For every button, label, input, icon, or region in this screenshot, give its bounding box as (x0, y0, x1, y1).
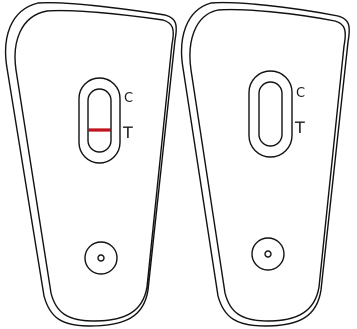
test-marker-right: T (294, 118, 305, 137)
device-right-front-shell (189, 8, 346, 322)
result-window-inner-right (258, 81, 283, 147)
sample-well-inner-left (97, 254, 105, 262)
control-marker-right: C (296, 86, 305, 101)
test-device-left: C T (4, 1, 177, 327)
control-marker-left: C (124, 91, 133, 106)
test-device-right: C T (180, 1, 350, 327)
device-left-front-shell (14, 9, 174, 322)
test-marker-left: T (122, 123, 133, 142)
result-window-inner-left (87, 88, 112, 153)
sample-well-inner-right (264, 250, 272, 258)
